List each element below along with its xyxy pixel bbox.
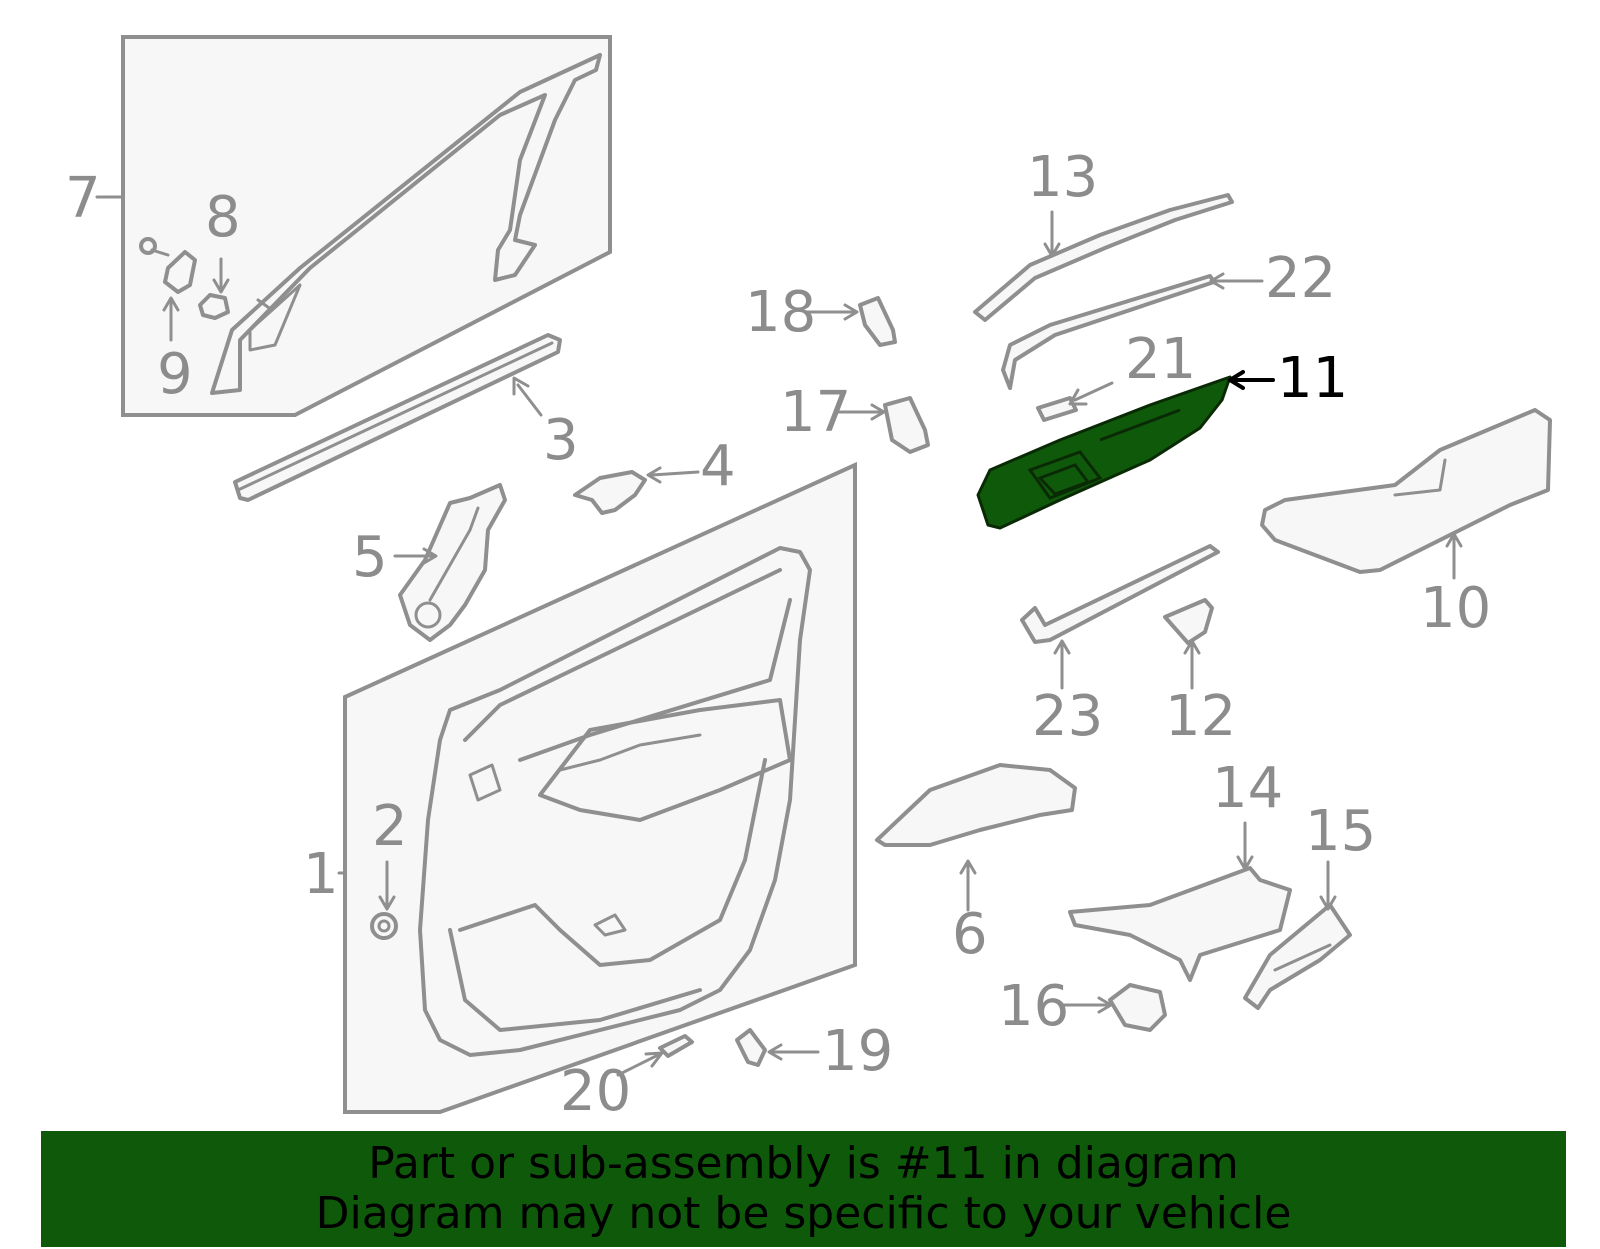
part-3-weatherstrip [233, 333, 562, 502]
banner-line-1: Part or sub-assembly is #11 in diagram [368, 1138, 1239, 1189]
part-9-clip [139, 237, 197, 294]
part-13-garnish [973, 193, 1234, 322]
info-banner: Part or sub-assembly is #11 in diagram D… [41, 1131, 1566, 1247]
label-5: 5 [352, 525, 388, 590]
banner-line-2: Diagram may not be specific to your vehi… [315, 1188, 1292, 1239]
part-1-door-trim-panel [343, 461, 857, 1114]
label-11-highlighted: 11 [1277, 346, 1348, 411]
part-2-clip [370, 912, 398, 940]
part-4-bracket [573, 470, 647, 515]
label-19: 19 [822, 1019, 893, 1084]
part-labels: 7 8 9 3 4 5 1 2 18 17 13 22 21 11 10 23 … [65, 145, 1491, 1124]
part-23-garnish [1020, 544, 1220, 644]
label-7: 7 [65, 166, 101, 231]
label-4: 4 [700, 434, 736, 499]
label-2: 2 [372, 794, 408, 859]
part-5-inner-handle [398, 483, 507, 642]
label-8: 8 [205, 185, 241, 250]
label-16: 16 [998, 974, 1069, 1039]
part-7-window-sash-group [121, 35, 612, 417]
label-1: 1 [303, 842, 339, 907]
label-20: 20 [560, 1059, 631, 1124]
part-14-bracket [1068, 866, 1292, 982]
label-10: 10 [1420, 576, 1491, 641]
label-21: 21 [1125, 327, 1196, 392]
label-12: 12 [1165, 684, 1236, 749]
label-15: 15 [1305, 799, 1376, 864]
part-18-switch [858, 296, 897, 347]
leader-lines [95, 195, 1463, 1077]
part-17-switch [883, 396, 930, 454]
label-6: 6 [952, 902, 988, 967]
label-22: 22 [1265, 246, 1336, 311]
label-17: 17 [780, 380, 851, 445]
part-12-trim [1163, 598, 1214, 645]
part-16-bracket [1108, 983, 1167, 1032]
part-8-grommet [198, 293, 230, 320]
label-13: 13 [1027, 145, 1098, 210]
part-15-pocket [1243, 903, 1352, 1010]
label-18: 18 [745, 280, 816, 345]
label-9: 9 [157, 342, 193, 407]
part-19-clip [735, 1028, 767, 1067]
part-11-highlighted [976, 375, 1232, 530]
part-20-cap [658, 1034, 694, 1058]
label-23: 23 [1032, 684, 1103, 749]
part-6-pocket-trim [875, 763, 1077, 847]
part-10-armrest [1260, 408, 1552, 574]
label-3: 3 [543, 408, 579, 473]
part-21-switch [1036, 396, 1078, 422]
label-14: 14 [1212, 756, 1283, 821]
